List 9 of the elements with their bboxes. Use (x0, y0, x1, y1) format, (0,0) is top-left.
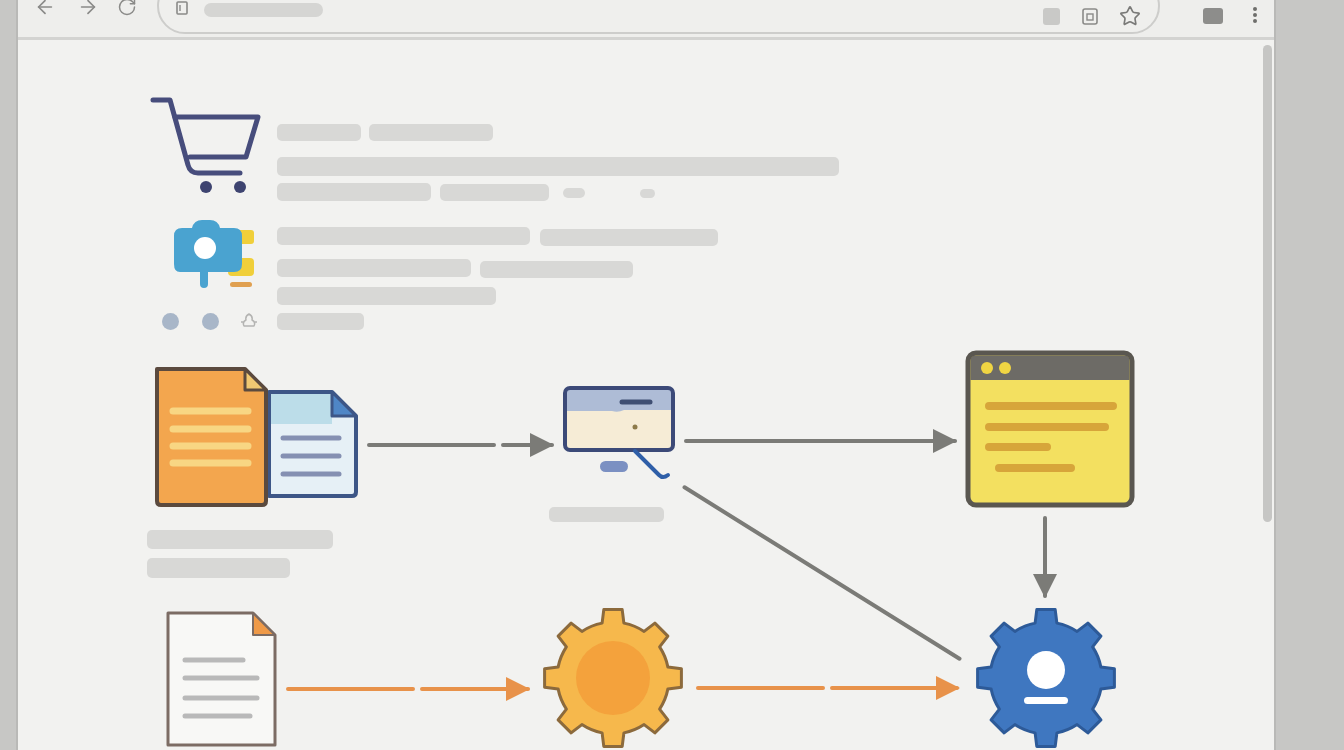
document-pair-icon (153, 365, 359, 509)
arrow (684, 429, 957, 453)
arrow (367, 433, 554, 457)
arrow (696, 676, 960, 700)
arrow (1033, 516, 1057, 598)
connector-line (682, 485, 962, 661)
document-icon (165, 610, 278, 748)
app-window-icon (965, 350, 1135, 508)
arrow (286, 677, 530, 701)
